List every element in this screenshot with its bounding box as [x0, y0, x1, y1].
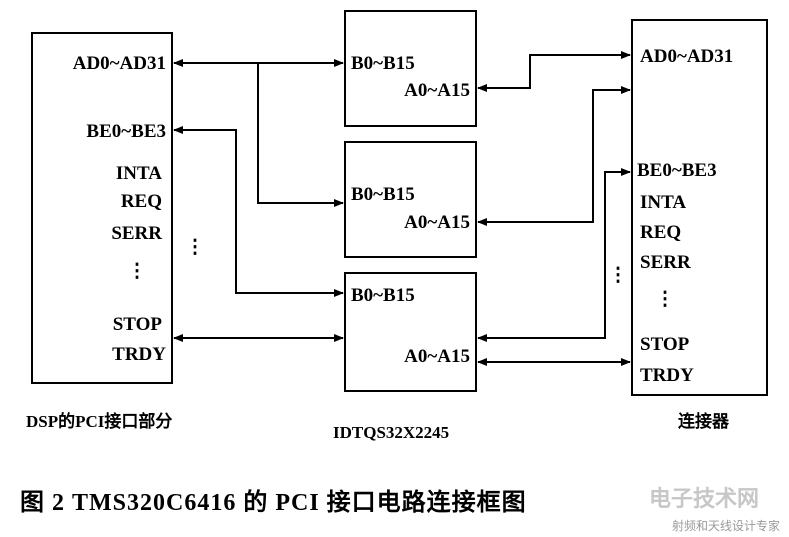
switch2-b-label: B0~B15: [351, 184, 415, 205]
dsp-signal-trdy: TRDY: [112, 344, 166, 365]
conn-signal-inta: INTA: [640, 192, 686, 213]
switch1-b-label: B0~B15: [351, 53, 415, 74]
watermark-logo: 电子技术网 射频和天线设计专家: [649, 487, 780, 533]
conn-signal-trdy: TRDY: [640, 365, 694, 386]
conn-signal-be: BE0~BE3: [637, 160, 717, 181]
conn-outside-ellipsis: ⋮: [609, 265, 628, 286]
dsp-signal-stop: STOP: [113, 314, 163, 335]
switch-block-1: [344, 10, 477, 127]
dsp-signal-ad: AD0~AD31: [73, 53, 166, 74]
dsp-outside-ellipsis: ⋮: [186, 237, 205, 258]
switch-caption: IDTQS32X2245: [333, 423, 449, 442]
conn-signal-ellipsis: ⋮: [656, 289, 675, 310]
figure-caption: 图 2 TMS320C6416 的 PCI 接口电路连接框图: [20, 488, 527, 516]
dsp-signal-req: REQ: [121, 191, 162, 212]
watermark-logo-text: 电子技术网: [649, 487, 759, 512]
dsp-signal-serr: SERR: [111, 223, 162, 244]
wire-switch3-to-be: [477, 168, 631, 342]
switch2-a-label: A0~A15: [404, 212, 470, 233]
connector-block: [631, 19, 768, 396]
switch1-a-label: A0~A15: [404, 80, 470, 101]
connector-caption: 连接器: [678, 411, 730, 431]
switch-block-3: [344, 272, 477, 392]
signal-wires: [173, 51, 631, 366]
wire-be-to-switch3: [173, 126, 344, 297]
wire-switch2-to-ad: [477, 86, 631, 226]
conn-signal-ad: AD0~AD31: [640, 46, 733, 67]
dsp-signal-inta: INTA: [116, 163, 162, 184]
dsp-signal-ellipsis: ⋮: [128, 261, 147, 282]
wire-switch1-to-ad: [477, 51, 631, 92]
dsp-pci-block: [31, 32, 173, 384]
switch-block-2: [344, 141, 477, 258]
switch3-a-label: A0~A15: [404, 346, 470, 367]
conn-signal-req: REQ: [640, 222, 681, 243]
wire-ad-branch-to-switch2: [257, 63, 344, 207]
conn-signal-stop: STOP: [640, 334, 690, 355]
dsp-signal-be: BE0~BE3: [86, 121, 166, 142]
watermark-subtext: 射频和天线设计专家: [672, 518, 780, 533]
conn-signal-serr: SERR: [640, 252, 691, 273]
switch3-b-label: B0~B15: [351, 285, 415, 306]
dsp-caption: DSP的PCI接口部分: [26, 411, 172, 431]
